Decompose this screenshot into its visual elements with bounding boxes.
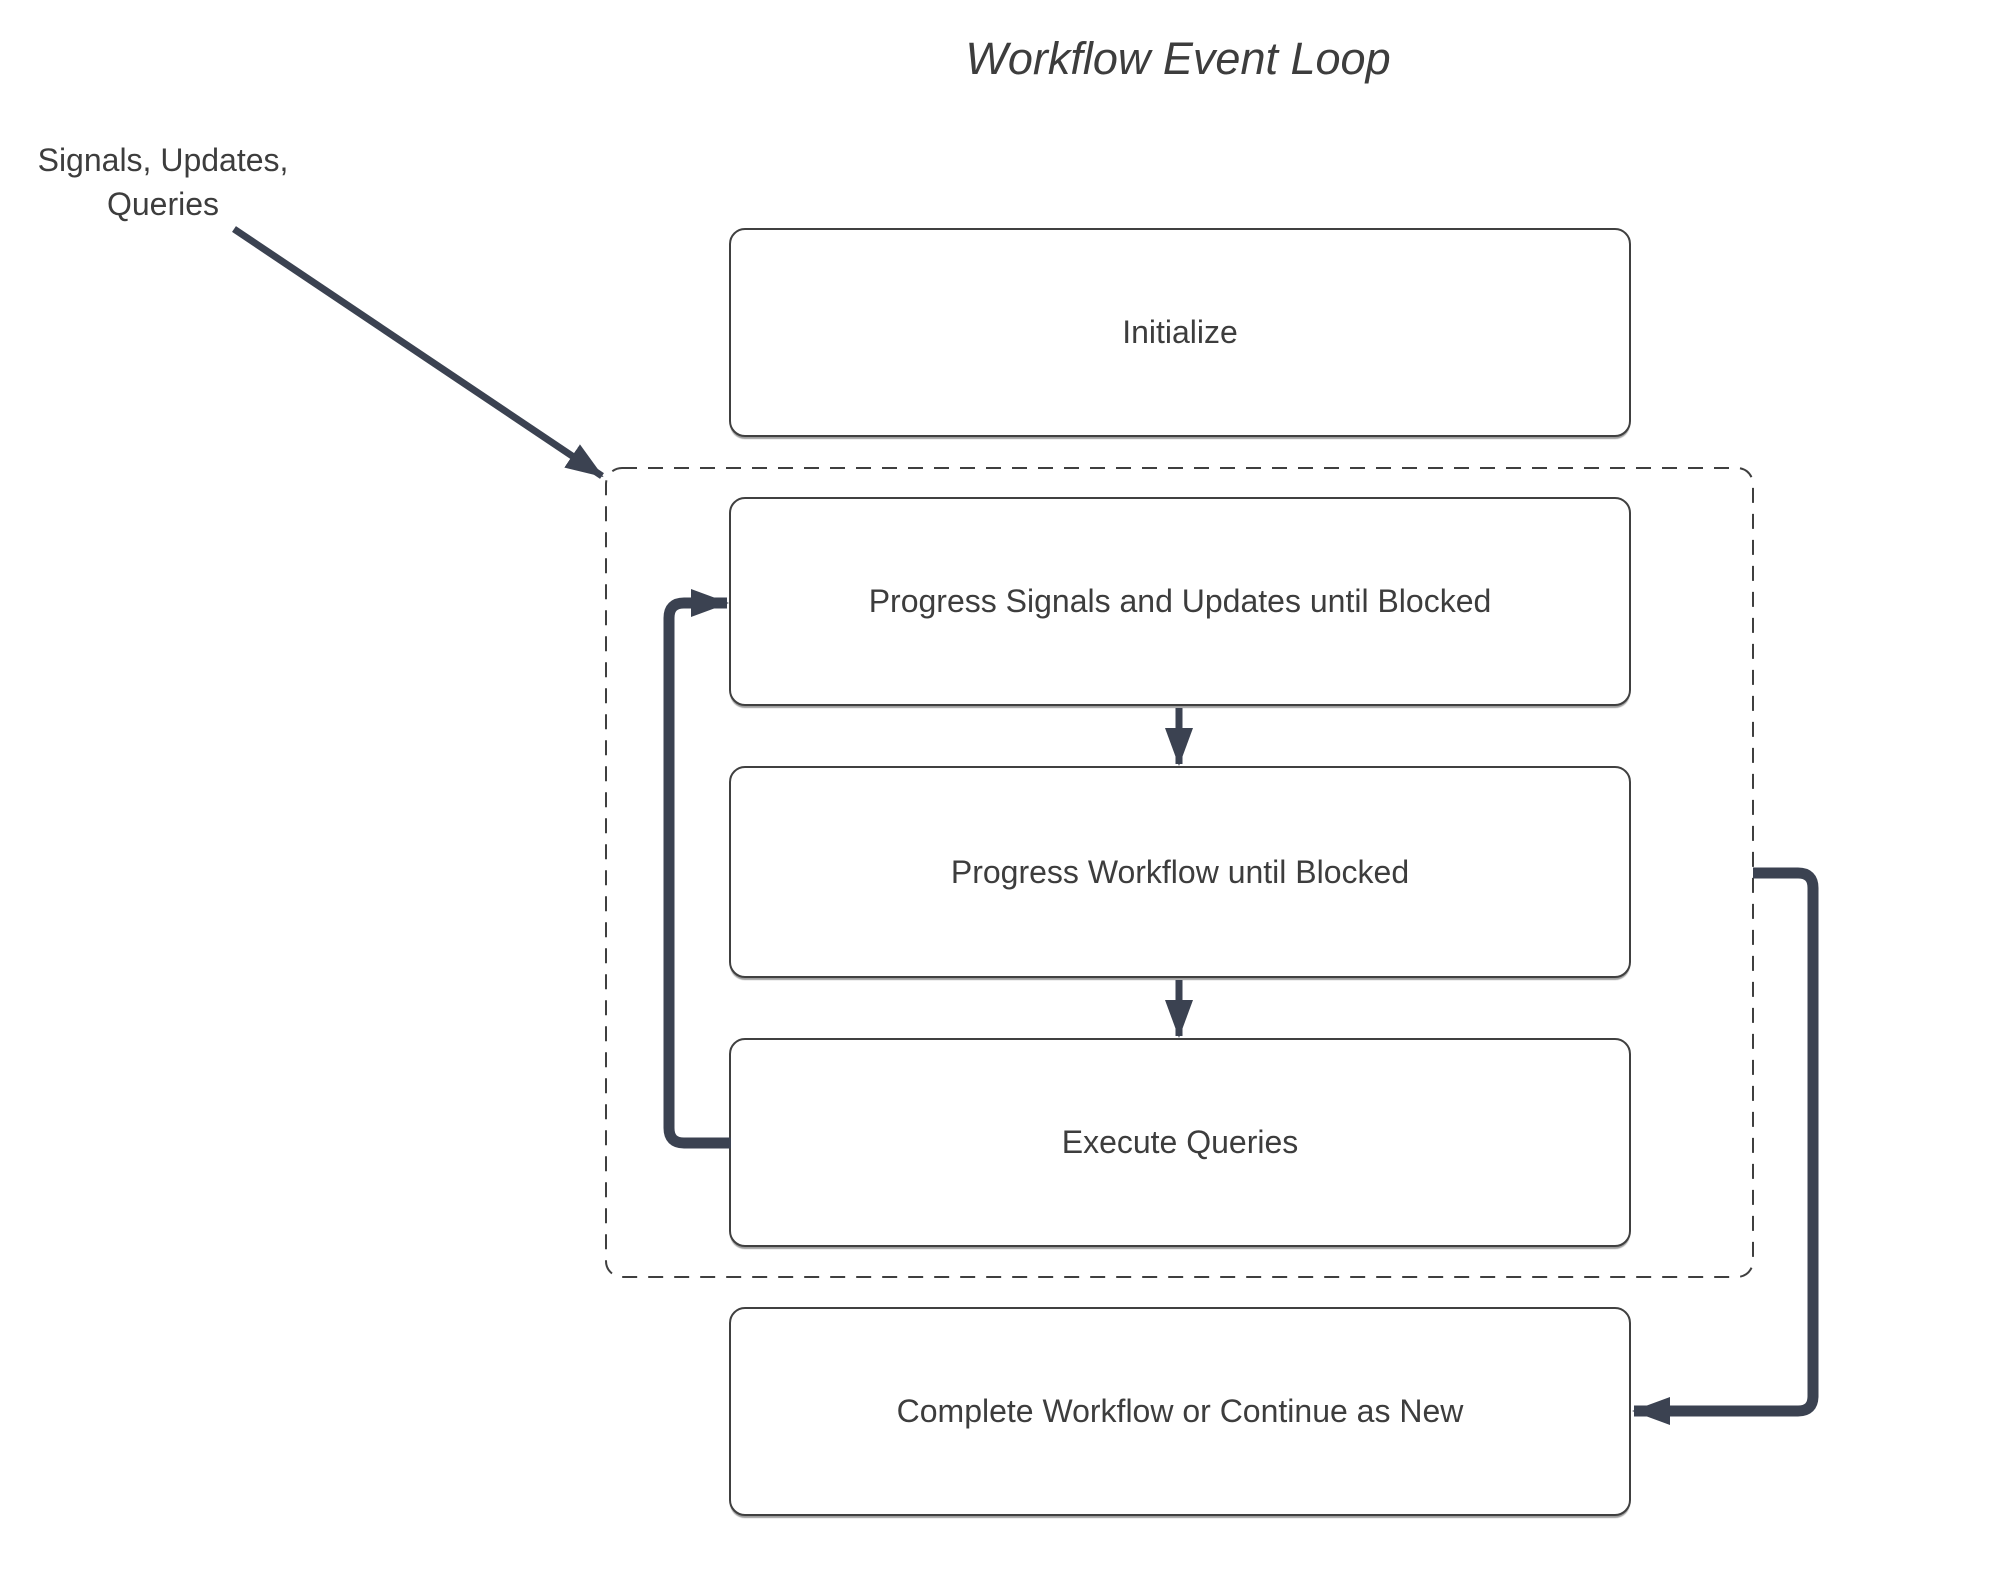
node-label: Progress Workflow until Blocked: [950, 853, 1410, 890]
node-label: Progress Signals and Updates until Block…: [868, 583, 1492, 619]
external-input-line2: Queries: [106, 186, 220, 222]
node-label: Execute Queries: [1061, 1124, 1299, 1160]
edge-loop-back-arrow: [663, 589, 731, 1149]
external-input-label: Signals, Updates, Queries: [13, 138, 313, 226]
node-complete-workflow: Complete Workflow or Continue as New: [729, 1307, 1631, 1516]
external-input-line1: Signals, Updates,: [37, 142, 289, 178]
diagram-title: Workflow Event Loop: [965, 33, 1391, 84]
edge-exit-to-complete-arrow: [1632, 867, 1819, 1425]
node-label: Initialize: [1122, 314, 1238, 350]
node-progress-workflow: Progress Workflow until Blocked: [729, 766, 1631, 978]
node-progress-signals-updates: Progress Signals and Updates until Block…: [729, 497, 1631, 706]
node-initialize: Initialize: [729, 228, 1631, 437]
node-execute-queries: Execute Queries: [729, 1038, 1631, 1247]
node-label: Complete Workflow or Continue as New: [896, 1393, 1464, 1429]
edge-external-input-arrow: [232, 226, 604, 479]
